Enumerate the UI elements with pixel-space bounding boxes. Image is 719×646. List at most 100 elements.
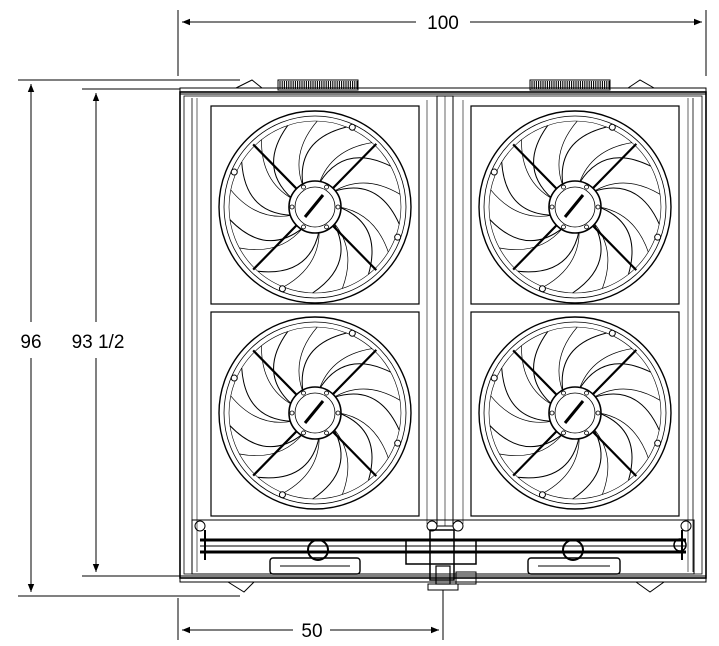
guard-mount xyxy=(538,285,546,293)
fan-blade-edge xyxy=(593,388,661,401)
fan-blade-edge xyxy=(598,206,649,253)
fan-blade xyxy=(489,425,564,448)
unit-frame xyxy=(179,87,707,583)
guard-mount xyxy=(608,123,616,131)
fan-blade-edge xyxy=(499,433,564,457)
fan-blade-edge xyxy=(333,222,349,289)
fan-panel-bottom-right xyxy=(470,311,680,517)
hub-bolt xyxy=(335,410,341,416)
lifting-lugs xyxy=(226,79,666,593)
hub-bolt xyxy=(584,430,589,436)
fan-blade-edge xyxy=(490,395,553,423)
fan-shroud xyxy=(218,110,412,304)
fan-blade xyxy=(318,157,391,184)
fan-blade xyxy=(229,425,304,448)
fan-blade-edge xyxy=(230,189,293,217)
fan-blade xyxy=(318,363,391,390)
guard-mount xyxy=(278,491,286,499)
fan-blade-edge xyxy=(558,120,578,187)
fan-blade xyxy=(338,412,373,481)
fan-blade-edge xyxy=(261,139,293,200)
fan-blade xyxy=(241,367,293,422)
guard-mount xyxy=(654,439,662,447)
fan-blade xyxy=(257,436,320,479)
fan-blade xyxy=(561,126,607,187)
fan-guard-ring xyxy=(223,115,407,299)
hub-bolt xyxy=(289,204,295,210)
fan-panel-bottom-left xyxy=(210,311,420,517)
fan-blade xyxy=(333,187,400,225)
fan-blade-edge xyxy=(283,436,320,494)
fan-blade xyxy=(517,230,580,273)
hub-bolt xyxy=(561,390,566,396)
dimension-label-overall-width: 100 xyxy=(427,13,459,34)
fan-guard-ring xyxy=(223,321,407,505)
fan-blade-edge xyxy=(490,189,553,217)
motor-bracket xyxy=(303,194,325,218)
hub-bolt xyxy=(561,430,566,436)
fan-blade-edge xyxy=(521,345,553,406)
fan-blade-edge xyxy=(578,348,633,390)
fan-blade xyxy=(338,206,373,275)
dimension-overall-height: 96 xyxy=(18,79,240,597)
fan-blade-edge xyxy=(239,227,304,251)
guard-mount xyxy=(348,329,356,337)
motor-bracket xyxy=(563,400,585,424)
fan-guard-ring xyxy=(483,115,667,299)
motor-hub-inner xyxy=(294,186,336,228)
hub-bolt xyxy=(324,224,329,230)
fan-guard-ring xyxy=(488,326,662,500)
fan-blade xyxy=(501,367,553,422)
fan-guard-ring xyxy=(228,120,402,294)
guard-mount xyxy=(490,168,498,176)
fan-blade-edge xyxy=(543,436,580,494)
fan-blade-edge xyxy=(333,428,349,495)
guard-mount xyxy=(654,233,662,241)
fan-guard-ring xyxy=(228,326,402,500)
fan-blade xyxy=(561,332,607,393)
fan-blade-edge xyxy=(298,120,318,187)
dimension-frame-height: 93 1/2 xyxy=(72,88,180,577)
hub-bolt xyxy=(584,184,589,190)
guard-mount xyxy=(230,374,238,382)
fan-blade-edge xyxy=(598,412,649,459)
fan-blade-edge xyxy=(338,206,389,253)
fan-blade-edge xyxy=(283,230,320,288)
fan-blade xyxy=(501,161,553,216)
hub-bolt xyxy=(335,204,341,210)
fan-shroud xyxy=(478,110,672,304)
hub-bolt xyxy=(301,184,306,190)
fan-blade xyxy=(598,412,633,481)
fan-blade-edge xyxy=(521,139,553,200)
fan-blade-edge xyxy=(318,348,373,390)
hub-bolt xyxy=(584,390,589,396)
dimension-label-frame-height: 93 1/2 xyxy=(72,332,125,353)
fan-blade xyxy=(593,393,660,431)
hub-bolt xyxy=(324,430,329,436)
fan-blade xyxy=(578,157,651,184)
hub-bolt xyxy=(595,204,601,210)
motor-bracket xyxy=(303,400,325,424)
hub-bolt xyxy=(301,224,306,230)
fan-blade-edge xyxy=(558,326,578,393)
fan-blade xyxy=(598,206,633,275)
fan-blade xyxy=(578,363,651,390)
fan-panel-top-right xyxy=(470,105,680,305)
guard-mount xyxy=(608,329,616,337)
motor-hub-inner xyxy=(554,186,596,228)
hub-bolt xyxy=(584,224,589,230)
dimension-label-overall-height: 96 xyxy=(20,332,41,353)
fan-blade xyxy=(517,436,580,479)
fan-top-right xyxy=(478,110,672,304)
fan-blade-edge xyxy=(333,388,401,401)
dimension-overall-width: 100 xyxy=(177,10,707,76)
fan-guard-ring xyxy=(483,321,667,505)
top-grille-right xyxy=(529,79,611,91)
fan-blade xyxy=(273,331,293,406)
hub-bolt xyxy=(289,410,295,416)
fan-shroud xyxy=(478,316,672,510)
fan-blade xyxy=(301,332,347,393)
fan-blade xyxy=(533,125,553,200)
fan-panel-top-left xyxy=(210,105,420,305)
